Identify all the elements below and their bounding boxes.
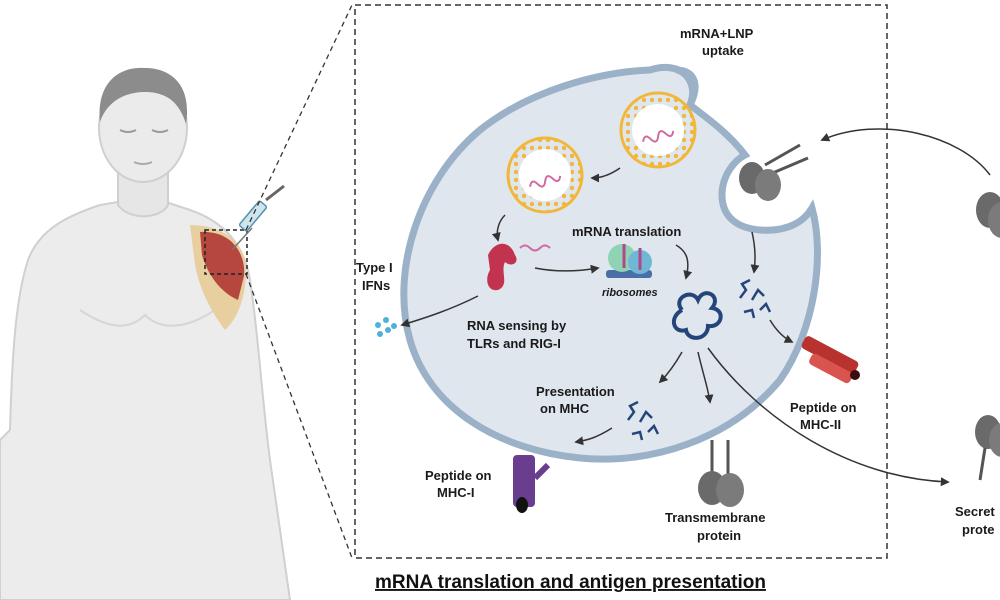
label-uptake-line1: mRNA+LNP xyxy=(680,26,754,41)
eye-left xyxy=(119,129,137,133)
mouth xyxy=(133,161,153,165)
zoom-box-small xyxy=(204,229,248,275)
label-tm-line2: protein xyxy=(697,528,741,543)
arrows xyxy=(400,128,991,487)
arrow-to-sensor xyxy=(491,214,506,242)
chest-lines xyxy=(79,309,216,327)
arrow-to-mhc2 xyxy=(769,319,794,343)
syringe-icon xyxy=(231,184,285,251)
ribosome-icon xyxy=(606,244,652,278)
label-ifn-line2: IFNs xyxy=(362,278,390,293)
label-mhc2-line1: Peptide on xyxy=(790,400,857,415)
peptides-right-icon xyxy=(739,278,772,319)
label-sensing-line2: TLRs and RIG-I xyxy=(467,336,561,351)
secreted-protein-top-icon xyxy=(976,192,1000,238)
label-secreted-line1: Secret xyxy=(955,504,995,519)
label-presentation-line1: Presentation xyxy=(536,384,615,399)
arrow-to-peptides-right xyxy=(750,231,760,274)
arrow-lnp-internalize xyxy=(590,167,621,183)
ifn-dots-icon xyxy=(375,317,397,337)
label-translation: mRNA translation xyxy=(572,224,681,239)
protein-fold-icon xyxy=(671,291,723,340)
label-mhc2-line2: MHC-II xyxy=(800,417,841,432)
lnp-uptake xyxy=(619,91,697,169)
arrow-to-ribosome xyxy=(534,264,600,274)
eye-right xyxy=(151,129,169,133)
hair xyxy=(99,67,188,124)
label-uptake-line2: uptake xyxy=(702,43,744,58)
label-ribosomes: ribosomes xyxy=(602,287,658,299)
label-tm-line1: Transmembrane xyxy=(665,510,765,525)
label-presentation-line2: on MHC xyxy=(540,401,590,416)
arrow-to-peptides-bottom xyxy=(658,351,683,384)
label-mhc1-line2: MHC-I xyxy=(437,485,475,500)
rna-sensor-icon xyxy=(487,243,551,291)
label-ifn-line1: Type I xyxy=(356,260,393,275)
human-figure xyxy=(0,67,292,600)
mhc1-icon xyxy=(513,455,551,513)
secreted-protein-bottom-icon xyxy=(975,415,1000,481)
arrow-to-protein xyxy=(675,244,693,280)
label-secreted-line2: prote xyxy=(962,522,995,537)
zoom-line-bottom xyxy=(245,273,353,559)
arrow-to-ifn xyxy=(400,295,479,328)
label-sensing-line1: RNA sensing by xyxy=(467,318,567,333)
receptor-uptake xyxy=(739,143,809,201)
transmembrane-protein-icon xyxy=(698,440,744,507)
zoom-panel xyxy=(354,4,888,559)
mhc2-icon xyxy=(801,336,860,384)
peptides-bottom-icon xyxy=(627,400,660,441)
figure-title: mRNA translation and antigen presentatio… xyxy=(375,572,766,593)
lnp-internalized xyxy=(506,136,584,214)
label-mhc1-line1: Peptide on xyxy=(425,468,492,483)
arrow-to-mhc1 xyxy=(574,427,613,446)
zoom-line-top xyxy=(245,4,353,231)
arrow-to-transmembrane xyxy=(697,351,714,404)
uptake-pocket xyxy=(675,66,699,107)
arrow-secreted xyxy=(707,347,950,487)
arrow-reuptake xyxy=(820,128,991,176)
